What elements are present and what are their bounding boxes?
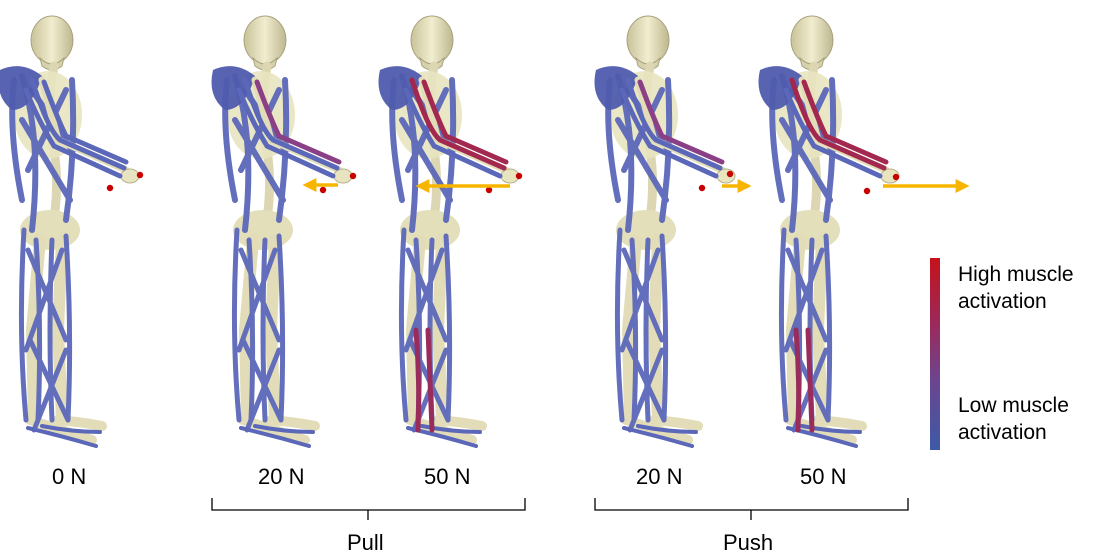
skeleton-figure-pull-50N (379, 16, 523, 446)
force-label-pull-20N: 20 N (258, 464, 304, 490)
activation-colorbar (930, 258, 940, 450)
marker-dot (107, 185, 113, 191)
group-label-pull: Pull (347, 530, 384, 556)
marker-dot (516, 173, 522, 179)
marker-dot (486, 187, 492, 193)
legend-low-line2: activation (958, 419, 1069, 446)
group-label-push: Push (723, 530, 773, 556)
skeleton-figure-0N (0, 16, 143, 446)
marker-dot (727, 171, 733, 177)
marker-dot (137, 172, 143, 178)
marker-dot (320, 187, 326, 193)
skeleton-figure-push-20N (595, 16, 736, 446)
skeleton-figure-push-50N (759, 16, 900, 446)
force-label-push-50N: 50 N (800, 464, 846, 490)
legend-high-label: High muscle activation (958, 261, 1074, 315)
force-label-push-20N: 20 N (636, 464, 682, 490)
pull-bracket (212, 498, 525, 520)
marker-dot (350, 173, 356, 179)
legend-low-label: Low muscle activation (958, 392, 1069, 446)
marker-dot (699, 185, 705, 191)
push-bracket (595, 498, 908, 520)
legend-low-line1: Low muscle (958, 392, 1069, 419)
legend-high-line1: High muscle (958, 261, 1074, 288)
marker-dot (893, 174, 899, 180)
force-label-0N: 0 N (52, 464, 86, 490)
legend-high-line2: activation (958, 288, 1074, 315)
force-label-pull-50N: 50 N (424, 464, 470, 490)
skeleton-figure-pull-20N (212, 16, 357, 446)
marker-dot (864, 188, 870, 194)
